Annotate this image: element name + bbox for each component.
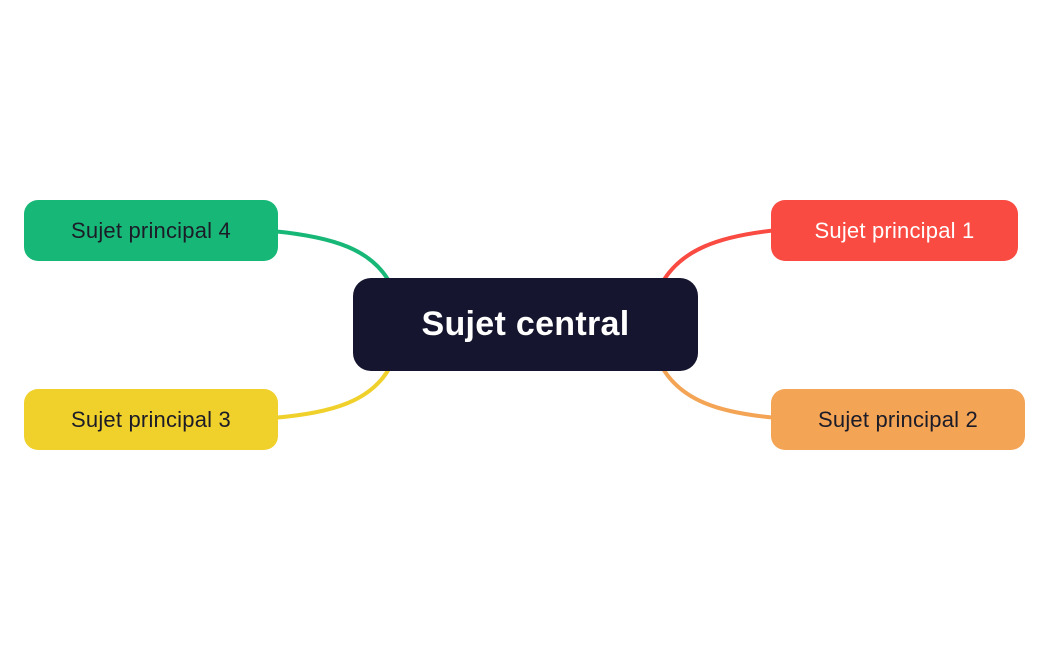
main-topic-2-node[interactable]: Sujet principal 2 xyxy=(771,389,1025,450)
connector-branch-1 xyxy=(660,228,780,285)
main-topic-1-node[interactable]: Sujet principal 1 xyxy=(771,200,1018,261)
connector-branch-4 xyxy=(270,229,392,285)
main-topic-2-label: Sujet principal 2 xyxy=(818,406,978,432)
connector-branch-2 xyxy=(660,365,780,420)
central-topic-node[interactable]: Sujet central xyxy=(353,278,698,371)
main-topic-4-label: Sujet principal 4 xyxy=(71,217,231,243)
connector-branch-3 xyxy=(270,365,392,420)
main-topic-3-node[interactable]: Sujet principal 3 xyxy=(24,389,278,450)
main-topic-3-label: Sujet principal 3 xyxy=(71,406,231,432)
central-topic-label: Sujet central xyxy=(421,305,630,343)
main-topic-1-label: Sujet principal 1 xyxy=(814,217,975,243)
main-topic-4-node[interactable]: Sujet principal 4 xyxy=(24,200,278,261)
